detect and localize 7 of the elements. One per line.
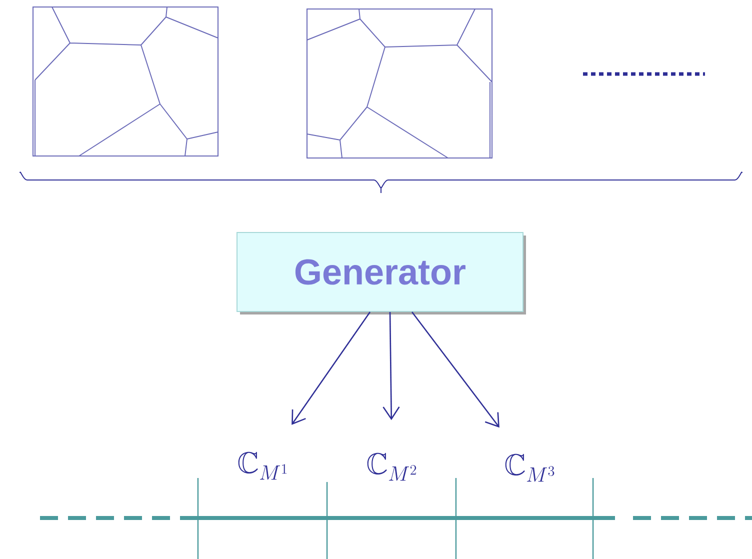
arrow bbox=[292, 312, 371, 425]
arrow bbox=[382, 312, 400, 420]
math-label: $\mathbb{C}_{M^1}$ bbox=[238, 452, 287, 480]
arrow bbox=[411, 312, 500, 428]
process-box: Generator bbox=[236, 232, 526, 314]
math-label: $\mathbb{C}_{M^2}$ bbox=[367, 452, 416, 481]
math-label: $\mathbb{C}_{M^3}$ bbox=[505, 454, 554, 482]
